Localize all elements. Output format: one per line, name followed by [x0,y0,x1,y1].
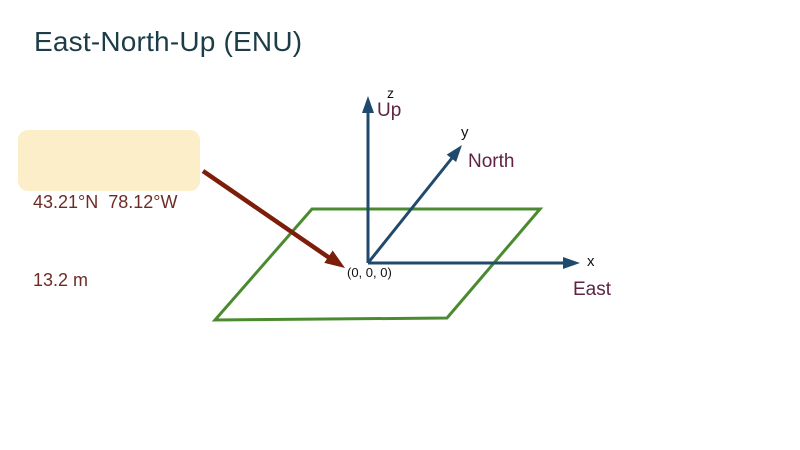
y-axis-letter: y [461,124,469,141]
z-axis-arrowhead-icon [362,96,374,113]
y-axis-line [366,157,454,264]
z-axis-letter: z [387,85,394,101]
coordinate-callout: 43.21°N 78.12°W 13.2 m [18,130,200,290]
callout-pointer-line [201,169,333,261]
x-axis-arrowhead-icon [563,257,580,269]
callout-latlon: 43.21°N 78.12°W [33,191,178,212]
page-title: East-North-Up (ENU) [34,26,303,57]
y-axis-arrowhead-icon [446,145,462,162]
east-axis-label: East [573,279,612,300]
ground-plane [211,207,544,322]
callout-altitude: 13.2 m [33,269,89,290]
north-axis-label: North [468,151,515,172]
callout-pointer-arrowhead-icon [324,250,345,268]
origin-coordinates-label: (0, 0, 0) [347,265,392,280]
up-axis-label: Up [377,100,402,121]
x-axis-letter: x [587,253,595,270]
